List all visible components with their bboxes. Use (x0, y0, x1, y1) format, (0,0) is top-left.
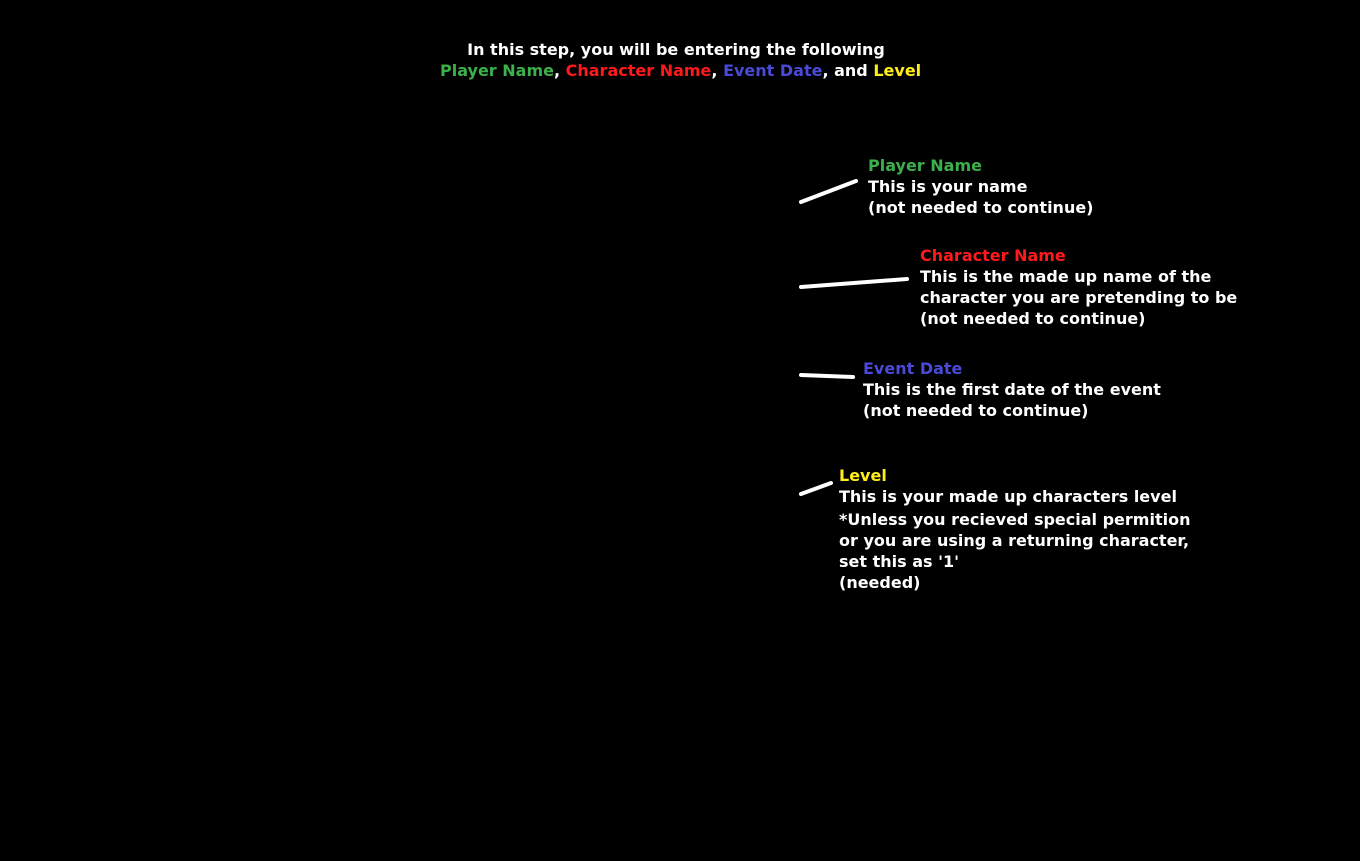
level-title: Level (839, 466, 887, 485)
field-list-player-name: Player Name (440, 61, 554, 80)
field-list-event-date: Event Date (723, 61, 823, 80)
event-date-requirement: (not needed to continue) (863, 401, 1089, 420)
player-name-requirement: (not needed to continue) (868, 198, 1094, 217)
level-note: Level This is your made up characters le… (839, 465, 1190, 593)
character-name-desc-2: character you are pretending to be (920, 288, 1238, 307)
character-name-note: Character Name This is the made up name … (920, 245, 1237, 329)
level-requirement: (needed) (839, 573, 921, 592)
character-name-title: Character Name (920, 246, 1066, 265)
event-date-pointer (799, 373, 855, 379)
instructions-header: In this step, you will be entering the f… (440, 39, 921, 81)
character-name-requirement: (not needed to continue) (920, 309, 1146, 328)
level-warning-2: or you are using a returning character, (839, 531, 1190, 550)
player-name-pointer (799, 179, 858, 204)
character-name-pointer (799, 277, 909, 289)
level-desc: This is your made up characters level (839, 487, 1177, 506)
player-name-title: Player Name (868, 156, 982, 175)
event-date-title: Event Date (863, 359, 963, 378)
level-warning: *Unless you recieved special permition (839, 510, 1191, 529)
event-date-desc: This is the first date of the event (863, 380, 1161, 399)
field-list: Player Name, Character Name, Event Date,… (440, 60, 921, 81)
character-name-desc: This is the made up name of the (920, 267, 1212, 286)
field-list-separator: , (711, 61, 718, 80)
field-list-separator: , (553, 61, 561, 80)
player-name-note: Player Name This is your name (not neede… (868, 155, 1094, 218)
field-list-character-name: Character Name (565, 61, 712, 80)
level-pointer (799, 481, 833, 496)
header-intro: In this step, you will be entering the f… (467, 40, 885, 59)
field-list-and: , and (822, 61, 868, 80)
player-name-desc: This is your name (868, 177, 1028, 196)
level-warning-3: set this as '1' (839, 552, 960, 571)
event-date-note: Event Date This is the first date of the… (863, 358, 1161, 421)
field-list-level: Level (873, 61, 922, 80)
